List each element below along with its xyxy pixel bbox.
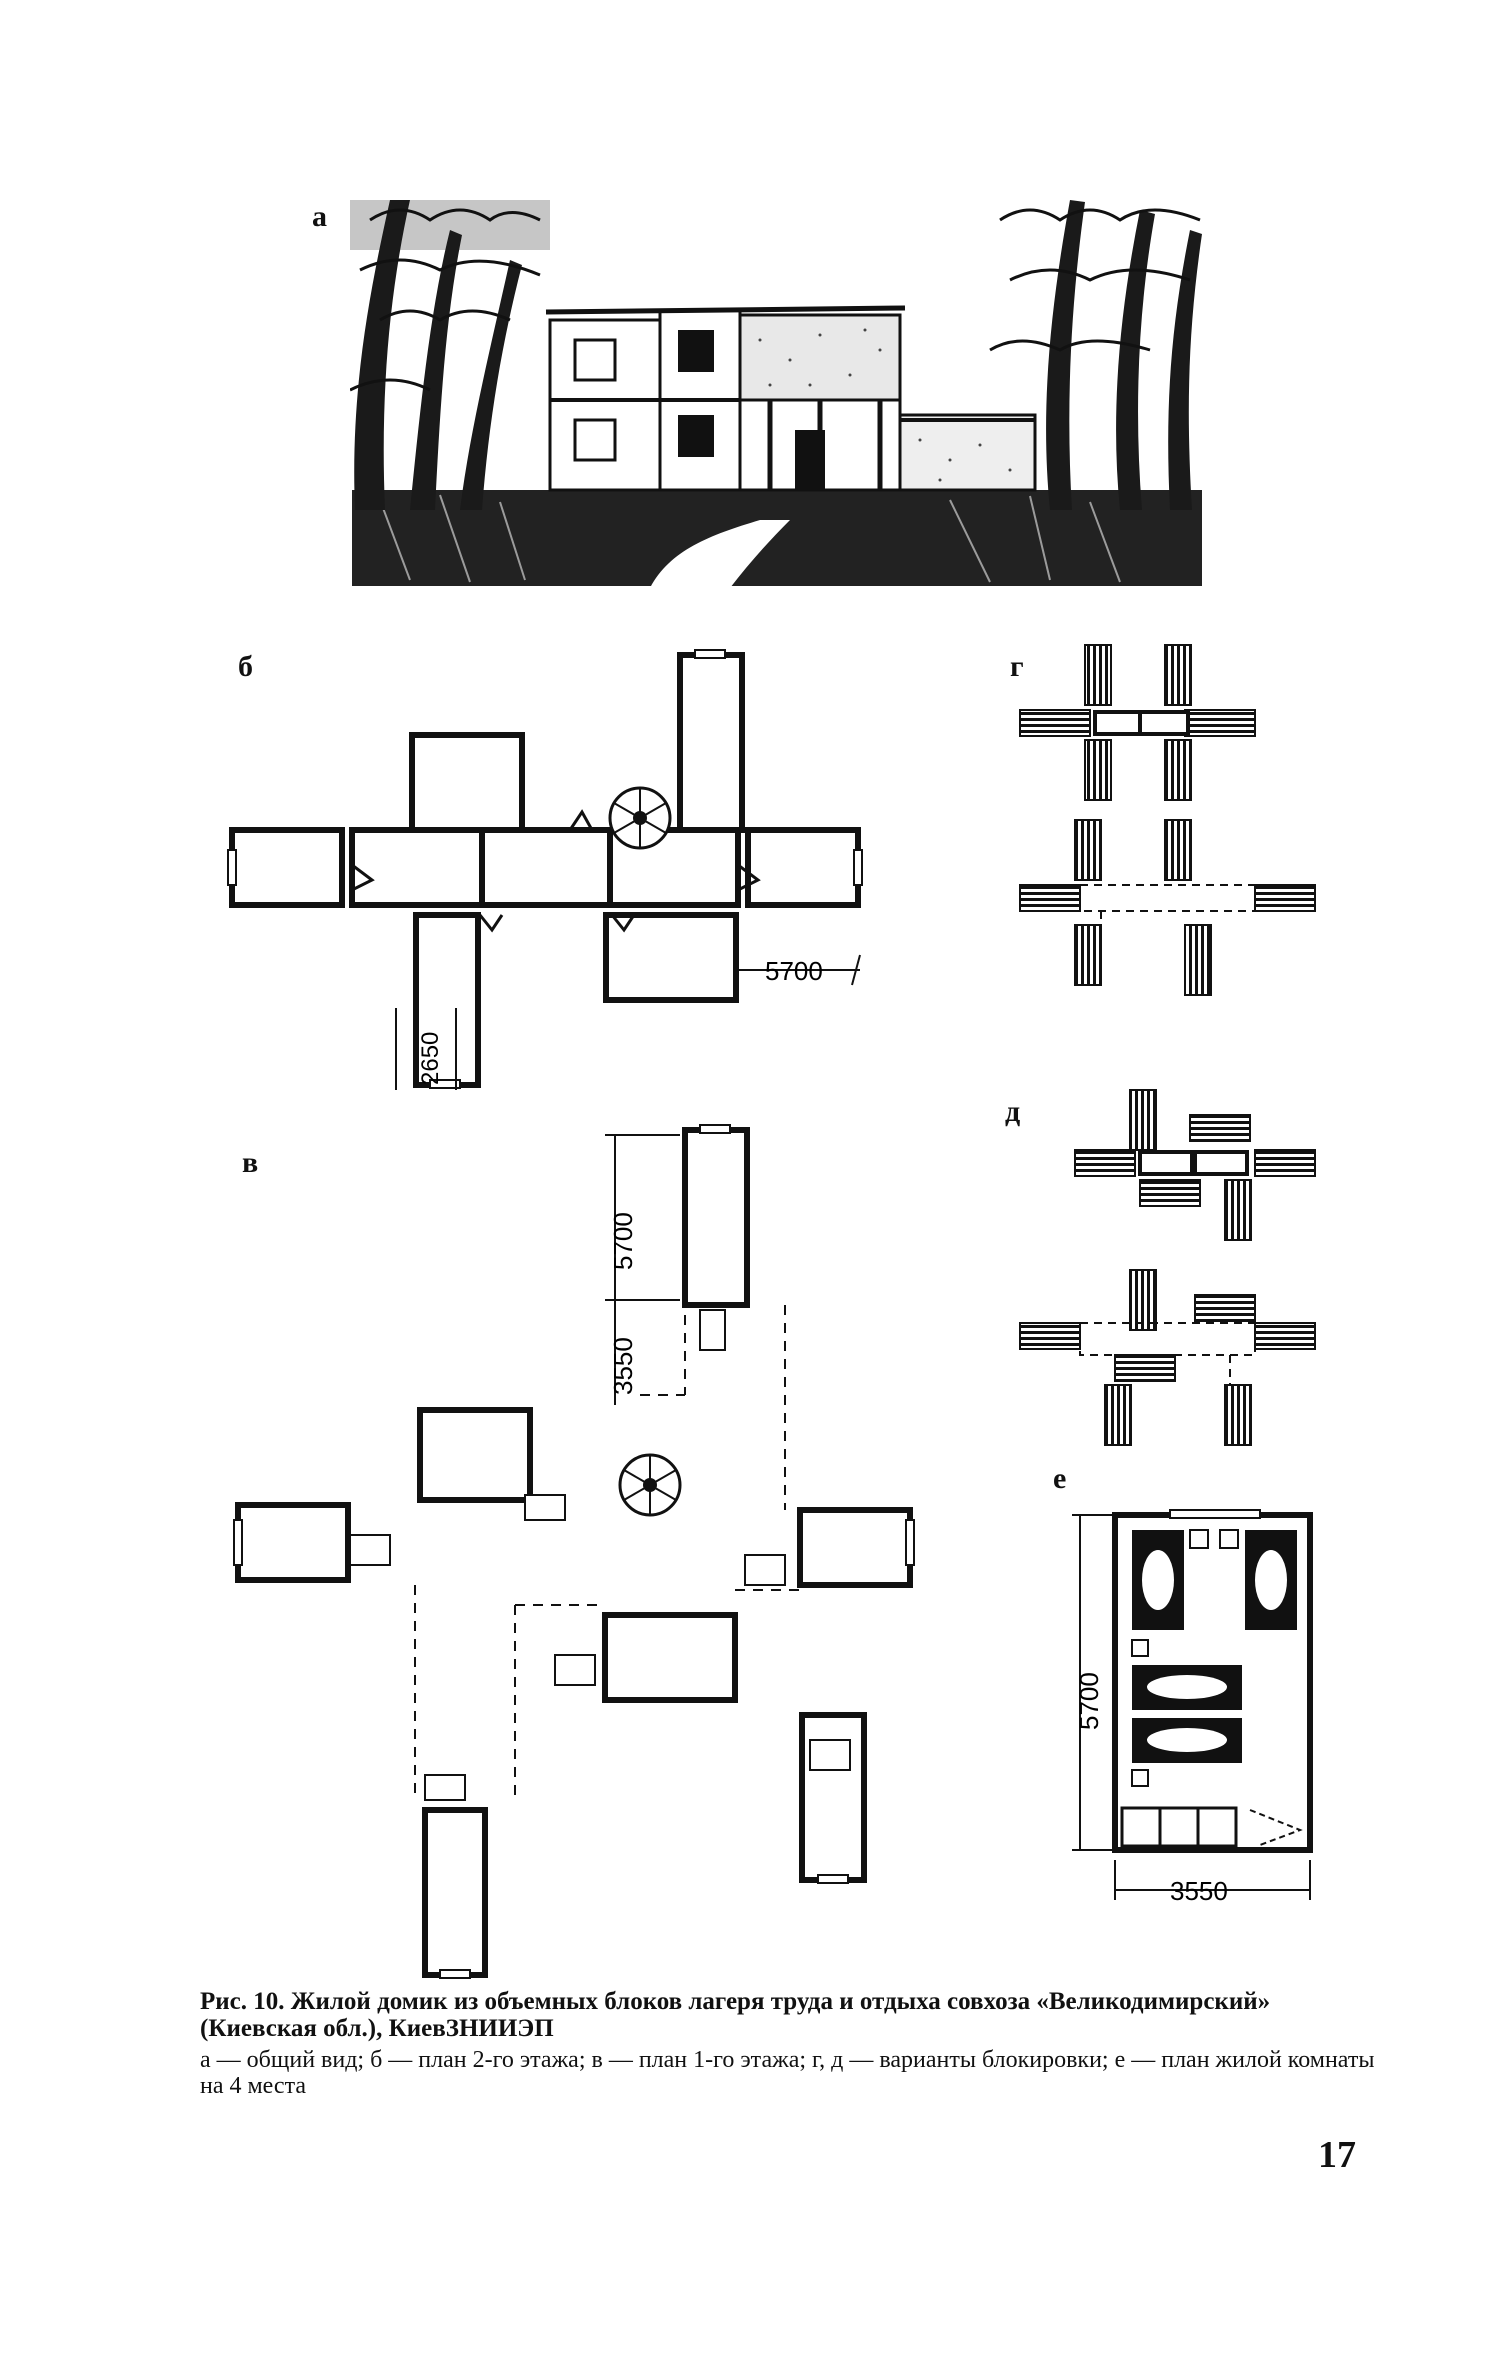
figure-caption: Рис. 10. Жилой домик из объемных блоков …	[200, 1988, 1390, 2100]
figure-a-general-view	[350, 200, 1202, 588]
dimension-e-3550: 3550	[1170, 1876, 1228, 1906]
caption-legend: а — общий вид; б — план 2-го этажа; в — …	[200, 2047, 1375, 2099]
dimension-v-5700: 5700	[608, 1212, 638, 1270]
panel-label-a: а	[312, 200, 327, 233]
caption-title: Рис. 10. Жилой домик из объемных блоков …	[200, 1988, 1271, 2042]
dimension-v-3550: 3550	[608, 1337, 638, 1395]
panel-label-v: в	[242, 1146, 259, 1179]
figure-v-first-floor-plan: 5700 3550	[233, 1124, 915, 1979]
page-number: 17	[1318, 2134, 1356, 2176]
panel-label-g: г	[1010, 650, 1024, 683]
figure-e-room-plan: 5700 3550	[1072, 1509, 1313, 1906]
figure-g-blocking-variants	[1019, 644, 1316, 996]
figure-b-second-floor-plan: 5700 2650	[227, 649, 863, 1090]
dimension-b-5700: 5700	[765, 956, 823, 986]
dimension-e-5700: 5700	[1074, 1672, 1104, 1730]
dimension-b-2650: 2650	[417, 1032, 444, 1085]
panel-label-d: д	[1005, 1095, 1021, 1128]
panel-label-b: б	[238, 650, 253, 683]
panel-label-e: е	[1053, 1462, 1067, 1495]
figure-d-blocking-variants	[1019, 1089, 1316, 1446]
